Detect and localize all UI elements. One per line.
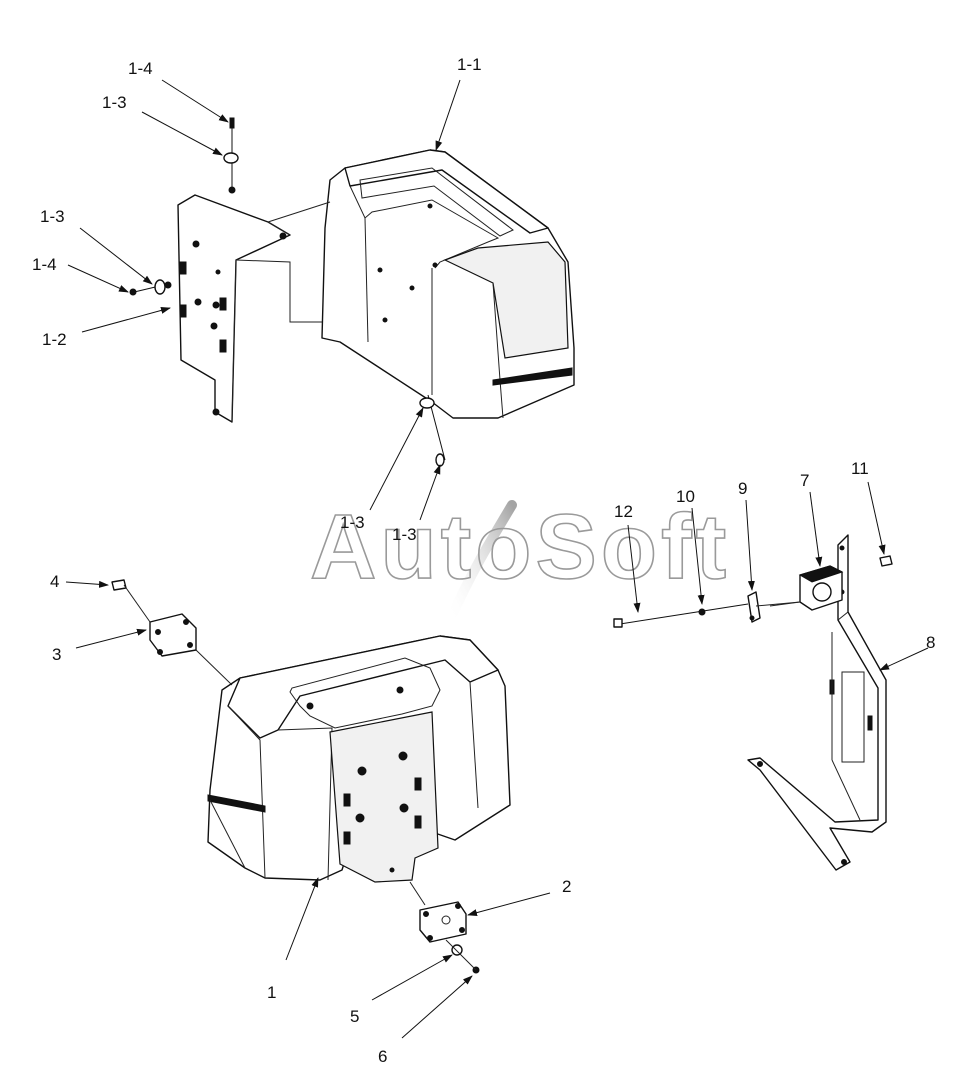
right-plate-part-9: [747, 591, 801, 623]
right-clamp-part-7: [769, 565, 844, 611]
upper-cover-part: [321, 149, 575, 419]
right-bracket-part-8: [747, 534, 887, 871]
callout-6: 6: [378, 1047, 387, 1066]
leader-7: [809, 491, 823, 567]
lower-fasteners: [111, 579, 480, 974]
callout-8: 8: [926, 633, 935, 652]
callout-3: 3: [52, 645, 61, 664]
callout-labels: 1-1 1-4 1-3 1-3 1-4 1-2 1-3 1-3 4 3 1 2 …: [32, 55, 935, 1066]
leader-8: [879, 647, 929, 671]
callout-4: 4: [50, 572, 59, 591]
leader-10: [691, 507, 705, 605]
callout-11: 11: [851, 459, 869, 478]
callout-1-3-low-b: 1-3: [392, 525, 417, 544]
callout-2: 2: [562, 877, 571, 896]
lower-cover-part: [207, 635, 511, 883]
callout-5: 5: [350, 1007, 359, 1026]
leader-1-3-mid: [79, 227, 153, 285]
callout-1-3-low-a: 1-3: [340, 513, 365, 532]
callout-1: 1: [267, 983, 276, 1002]
leader-2: [467, 892, 551, 917]
leader-1: [285, 877, 319, 961]
leader-6: [401, 975, 473, 1039]
callout-1-1: 1-1: [457, 55, 482, 74]
callout-1-4-mid: 1-4: [32, 255, 57, 274]
leader-12: [627, 524, 641, 613]
upper-bracket-part: [164, 186, 331, 423]
leader-lines: [65, 79, 929, 1039]
leader-3: [75, 628, 147, 649]
callout-9: 9: [738, 479, 747, 498]
lower-plate-part-2: [409, 881, 467, 943]
leader-4: [65, 580, 109, 588]
upper-fasteners: [129, 117, 446, 467]
callout-7: 7: [800, 471, 809, 490]
leader-1-2: [81, 306, 171, 333]
callout-1-2: 1-2: [42, 330, 67, 349]
leader-11: [867, 481, 886, 555]
leader-9: [745, 499, 755, 591]
callout-1-3-top: 1-3: [102, 93, 127, 112]
callout-1-4-top: 1-4: [128, 59, 153, 78]
leader-1-3-low-b: [419, 464, 441, 521]
leader-5: [371, 954, 453, 1001]
leader-1-1: [435, 79, 461, 151]
callout-1-3-mid: 1-3: [40, 207, 65, 226]
watermark: AutoSoft: [309, 495, 730, 625]
callout-10: 10: [676, 487, 695, 506]
leader-1-4-top: [161, 79, 229, 123]
right-bolt-part-12: [613, 555, 893, 628]
leader-1-3-low-a: [369, 407, 424, 511]
callout-12: 12: [614, 502, 633, 521]
leader-1-4-mid: [67, 264, 129, 293]
watermark-text: AutoSoft: [310, 496, 730, 598]
lower-plate-part-3: [149, 613, 233, 686]
leader-1-3-top: [141, 111, 223, 156]
